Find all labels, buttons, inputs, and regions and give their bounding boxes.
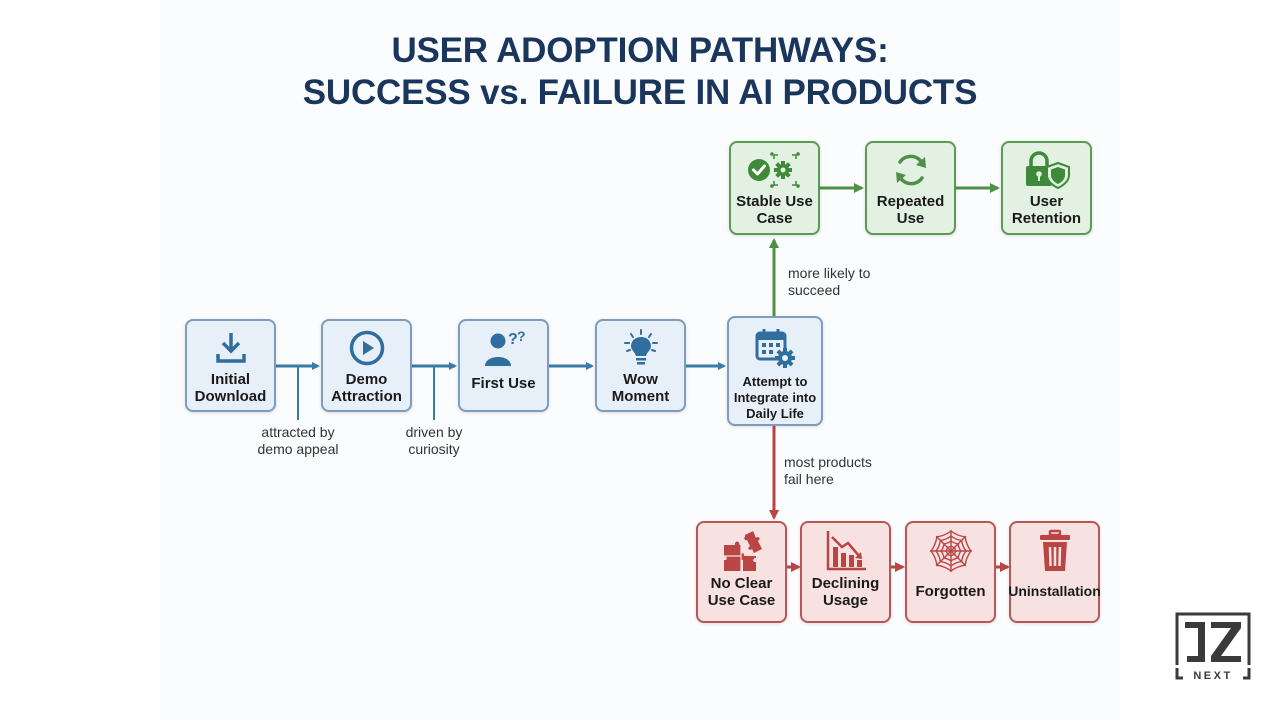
node-repeated-use[interactable]: Repeated Use [865, 141, 956, 235]
cobweb-icon [928, 529, 974, 573]
node-label: Demo Attraction [331, 371, 402, 405]
title-line-2: SUCCESS vs. FAILURE IN AI PRODUCTS [302, 73, 978, 112]
play-circle-icon [348, 329, 386, 367]
diagram-title: USER ADOPTION PATHWAYS: SUCCESS vs. FAIL… [0, 30, 1280, 114]
user-question-icon: ?? [481, 329, 527, 367]
node-no-clear-use-case[interactable]: No Clear Use Case [696, 521, 787, 623]
annotation-driven-by-curiosity: driven by curiosity [405, 424, 463, 457]
node-forgotten[interactable]: Forgotten [905, 521, 996, 623]
node-wow-moment[interactable]: Wow Moment [595, 319, 686, 412]
node-label: Repeated Use [876, 193, 945, 227]
node-stable-use-case[interactable]: Stable Use Case [729, 141, 820, 235]
node-first-use[interactable]: ?? First Use [458, 319, 549, 412]
svg-text:?: ? [508, 331, 518, 348]
svg-text:?: ? [517, 329, 526, 344]
node-label: Initial Download [194, 371, 267, 405]
node-demo-attraction[interactable]: Demo Attraction [321, 319, 412, 412]
node-initial-download[interactable]: Initial Download [185, 319, 276, 412]
annotation-more-likely-succeed: more likely to succeed [788, 265, 871, 298]
title-line-1: USER ADOPTION PATHWAYS: [391, 31, 889, 70]
success-arrows [769, 183, 1000, 316]
trash-icon [1035, 529, 1075, 573]
node-label: Attempt to Integrate into Daily Life [733, 374, 817, 421]
failure-arrows [769, 426, 1010, 572]
lock-shield-icon [1022, 151, 1072, 189]
logo-text: NEXT [1193, 670, 1232, 680]
check-gear-icon [747, 151, 803, 189]
node-integrate-daily-life[interactable]: Attempt to Integrate into Daily Life [727, 316, 823, 426]
node-label: Uninstallation [1008, 583, 1101, 599]
main-flow-arrows [276, 362, 726, 420]
node-user-retention[interactable]: User Retention [1001, 141, 1092, 235]
node-label: Declining Usage [811, 575, 880, 609]
node-label: Stable Use Case [736, 193, 813, 227]
annotation-most-fail-here: most products fail here [784, 454, 872, 487]
puzzle-icon [720, 529, 764, 573]
lightbulb-icon [621, 329, 661, 367]
node-label: First Use [471, 375, 536, 392]
node-label: User Retention [1011, 193, 1082, 227]
declining-chart-icon [824, 529, 868, 573]
node-label: Wow Moment [611, 371, 670, 405]
calendar-gear-icon [754, 326, 796, 370]
jz-next-logo: NEXT JZ [1175, 612, 1251, 682]
download-icon [213, 329, 249, 367]
node-label: No Clear Use Case [707, 575, 776, 609]
node-uninstallation[interactable]: Uninstallation [1008, 521, 1101, 623]
node-label: Forgotten [915, 583, 986, 600]
node-declining-usage[interactable]: Declining Usage [800, 521, 891, 623]
annotation-attracted-by-demo: attracted by demo appeal [257, 424, 339, 457]
refresh-icon [892, 151, 930, 189]
